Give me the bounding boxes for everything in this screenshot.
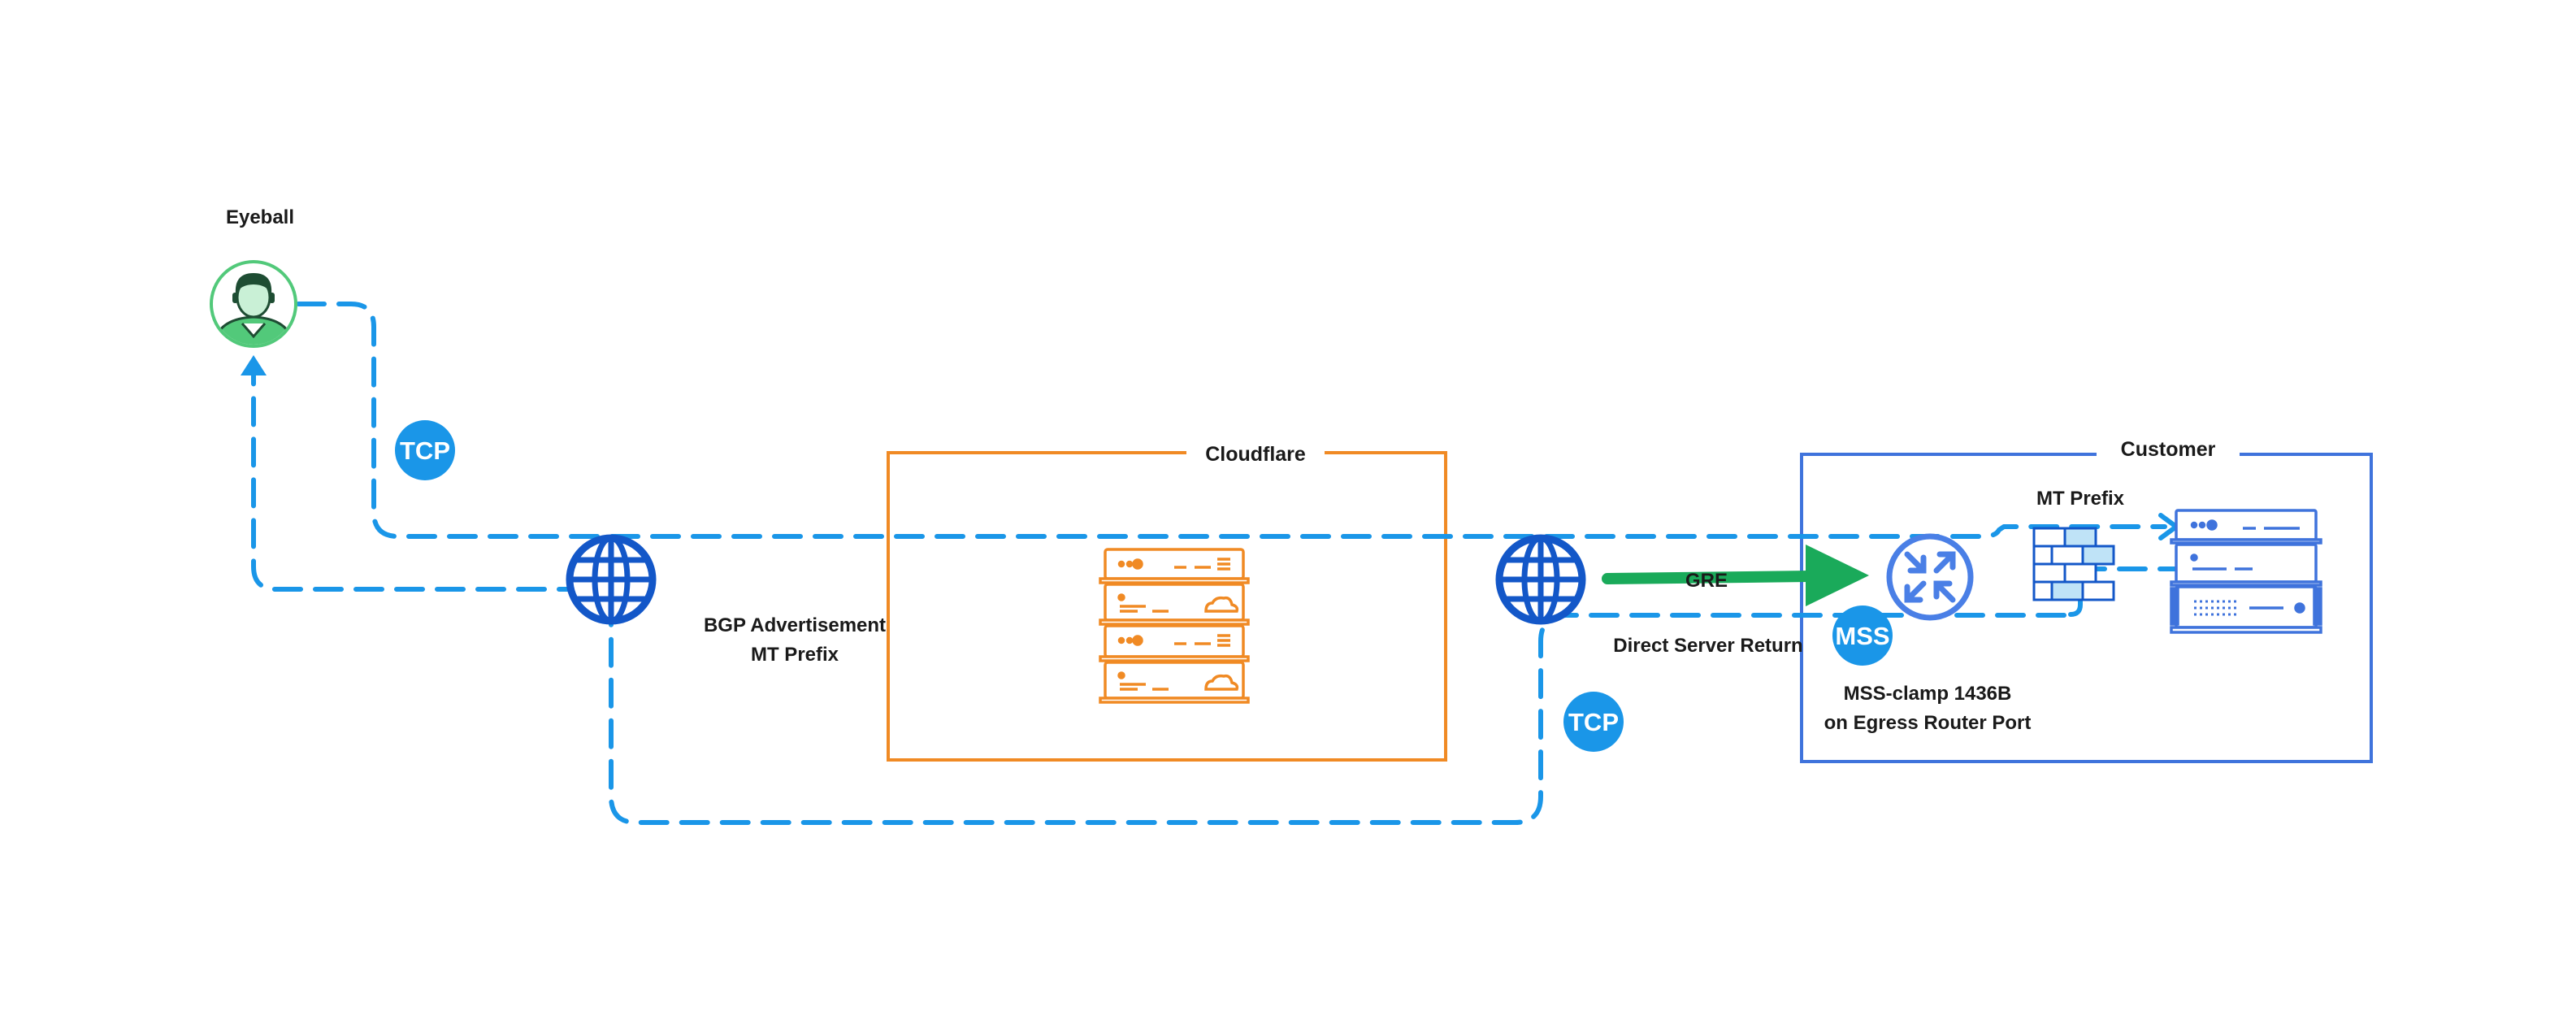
bgp-advertisement-label: BGP Advertisement	[704, 614, 886, 636]
cloudflare-box: Cloudflare	[887, 439, 1447, 762]
tcp-badge-top: TCP	[395, 420, 455, 480]
mt-prefix-label: MT Prefix	[2036, 488, 2125, 510]
gre-arrow: GRE	[1602, 545, 1869, 606]
eyeball-node: Eyeball	[210, 206, 297, 348]
globe-icon	[566, 534, 657, 625]
firewall-icon	[2032, 527, 2115, 601]
egress-router-port-label: on Egress Router Port	[1824, 712, 2032, 734]
eyeball-label: Eyeball	[226, 206, 294, 228]
globe-icon	[1495, 534, 1586, 625]
customer-label: Customer	[2121, 438, 2216, 461]
person-avatar-icon	[210, 260, 297, 348]
cloudflare-label: Cloudflare	[1205, 443, 1306, 466]
tcp-badge-bottom: TCP	[1563, 692, 1624, 752]
server-stack-icon	[1099, 548, 1250, 704]
svg-text:MSS: MSS	[1835, 622, 1889, 650]
tcp-path-return	[609, 587, 2083, 825]
direct-server-return-label: Direct Server Return	[1613, 635, 1802, 657]
server-rack-icon	[2170, 509, 2322, 634]
gre-label: GRE	[1685, 570, 1728, 592]
tcp-path-eyeball-return	[251, 368, 588, 592]
tcp-path-eyeball-arrowhead	[241, 355, 267, 375]
bgp-mt-prefix-label: MT Prefix	[751, 644, 839, 666]
svg-text:TCP: TCP	[400, 436, 450, 465]
mss-clamp-label: MSS-clamp 1436B	[1844, 683, 2012, 705]
router-icon	[1886, 533, 1974, 621]
customer-box: Customer	[1800, 438, 2373, 763]
mss-badge: MSS	[1832, 605, 1893, 666]
svg-text:TCP: TCP	[1568, 708, 1619, 736]
tcp-path-ingress	[296, 302, 2167, 539]
